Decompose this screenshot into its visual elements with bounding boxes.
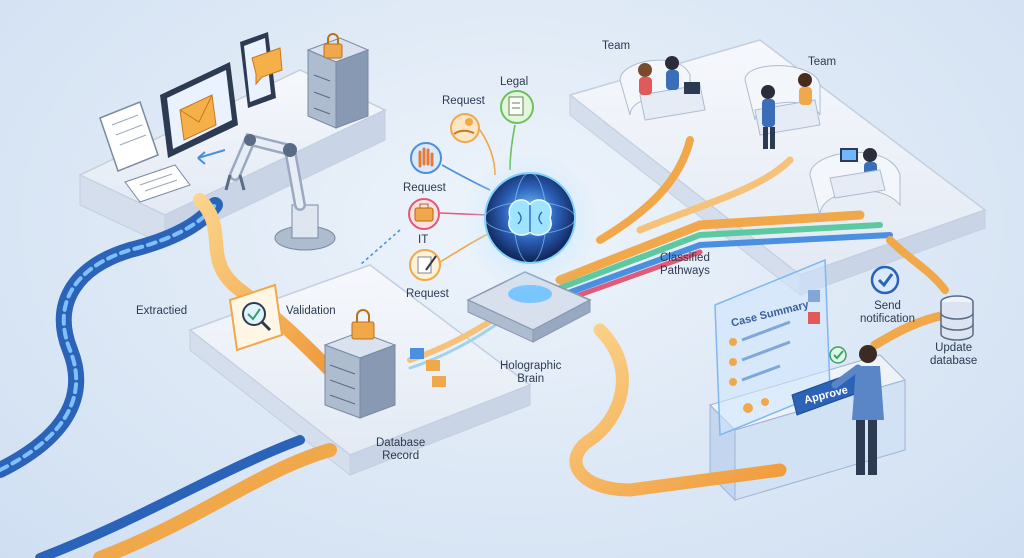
robot-arm-icon: [224, 132, 336, 251]
validation-label: Validation: [286, 305, 336, 317]
hand-icon: [410, 142, 442, 174]
update-line2: database: [930, 355, 978, 367]
briefcase-icon: [408, 198, 440, 230]
coin-hand-icon: [450, 113, 480, 143]
input-path: [0, 197, 223, 478]
send-line2: notification: [860, 313, 915, 325]
classified-line1: Classified: [660, 252, 710, 264]
database-lock-icon: [351, 309, 375, 340]
legal-doc-icon: [500, 90, 534, 124]
legal-label: Legal: [500, 76, 529, 88]
team-right-label: Team: [808, 56, 837, 68]
database-record-line2: Record: [382, 450, 420, 462]
check-circle-icon: [870, 265, 900, 295]
back-arrow-icon: [197, 149, 226, 165]
holographic-line2: Brain: [517, 373, 545, 385]
holographic-line1: Holographic: [500, 360, 562, 372]
database-server-icon: [323, 331, 397, 419]
holographic-brain: [460, 152, 600, 343]
team-computer-pod: [809, 148, 901, 216]
tablet-envelope-icon: [160, 62, 238, 158]
brain-icon: [508, 199, 552, 236]
classified-paths: [555, 136, 893, 305]
classified-pathways-label: Classified Pathways: [660, 252, 710, 278]
approver-person: [831, 345, 884, 475]
approval-path: [569, 236, 950, 497]
update-line1: Update: [935, 342, 973, 354]
pen-paper-icon: [409, 249, 441, 281]
lock-icon: [323, 33, 343, 59]
send-line1: Send: [874, 300, 901, 312]
extracted-label: Extractied: [136, 305, 188, 317]
record-file-icons: [410, 348, 446, 387]
desk-widgets: [743, 398, 769, 413]
classified-line2: Pathways: [660, 265, 710, 277]
team-left-pod: [619, 56, 706, 121]
approve-check-icon: [829, 346, 847, 364]
database-record-label: Database Record: [376, 437, 425, 463]
magnifier-check-icon: [228, 283, 284, 352]
request-bottom-label: Request: [406, 288, 449, 300]
update-database-label: Update database: [930, 342, 977, 368]
document-icon: [99, 101, 159, 172]
database-icon: [940, 295, 974, 341]
it-label: IT: [418, 234, 429, 246]
holographic-brain-label: Holographic Brain: [500, 360, 561, 386]
database-record-line1: Database: [376, 437, 426, 449]
extracted-path: [193, 193, 337, 377]
team-left-label: Team: [602, 40, 631, 52]
output-path: [35, 435, 337, 558]
request-mid-label: Request: [403, 182, 446, 194]
team-right-pod: [744, 65, 821, 149]
paper-stack-icon: [124, 164, 191, 203]
phone-chat-icon: [240, 32, 283, 108]
request-top-label: Request: [442, 95, 485, 107]
send-notification-label: Send notification: [860, 300, 915, 326]
